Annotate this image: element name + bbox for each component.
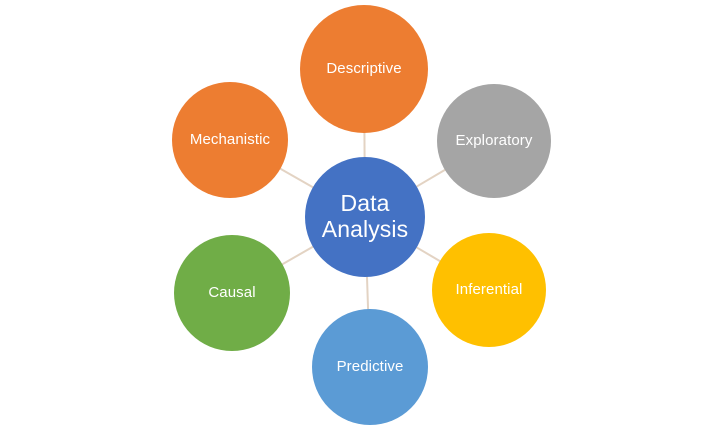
hub-node-data-analysis[interactable]: Data Analysis bbox=[305, 157, 425, 277]
satellite-node-causal[interactable]: Causal bbox=[174, 235, 290, 351]
satellite-label-descriptive: Descriptive bbox=[326, 59, 402, 77]
satellite-node-descriptive[interactable]: Descriptive bbox=[300, 5, 428, 133]
connector-data-analysis-to-predictive bbox=[365, 274, 370, 312]
connector-data-analysis-to-mechanistic bbox=[278, 166, 316, 190]
connector-data-analysis-to-inferential bbox=[414, 245, 443, 263]
satellite-label-predictive: Predictive bbox=[336, 357, 404, 375]
satellite-label-exploratory: Exploratory bbox=[455, 131, 533, 149]
satellite-label-causal: Causal bbox=[208, 283, 256, 301]
hub-node-label: Data Analysis bbox=[321, 190, 409, 242]
connector-data-analysis-to-exploratory bbox=[414, 168, 448, 189]
connector-data-analysis-to-causal bbox=[280, 244, 316, 267]
satellite-node-inferential[interactable]: Inferential bbox=[432, 233, 546, 347]
satellite-label-inferential: Inferential bbox=[455, 280, 523, 298]
satellite-node-exploratory[interactable]: Exploratory bbox=[437, 84, 551, 198]
satellite-label-mechanistic: Mechanistic bbox=[189, 130, 271, 148]
satellite-node-predictive[interactable]: Predictive bbox=[312, 309, 428, 425]
satellite-node-mechanistic[interactable]: Mechanistic bbox=[172, 82, 288, 198]
